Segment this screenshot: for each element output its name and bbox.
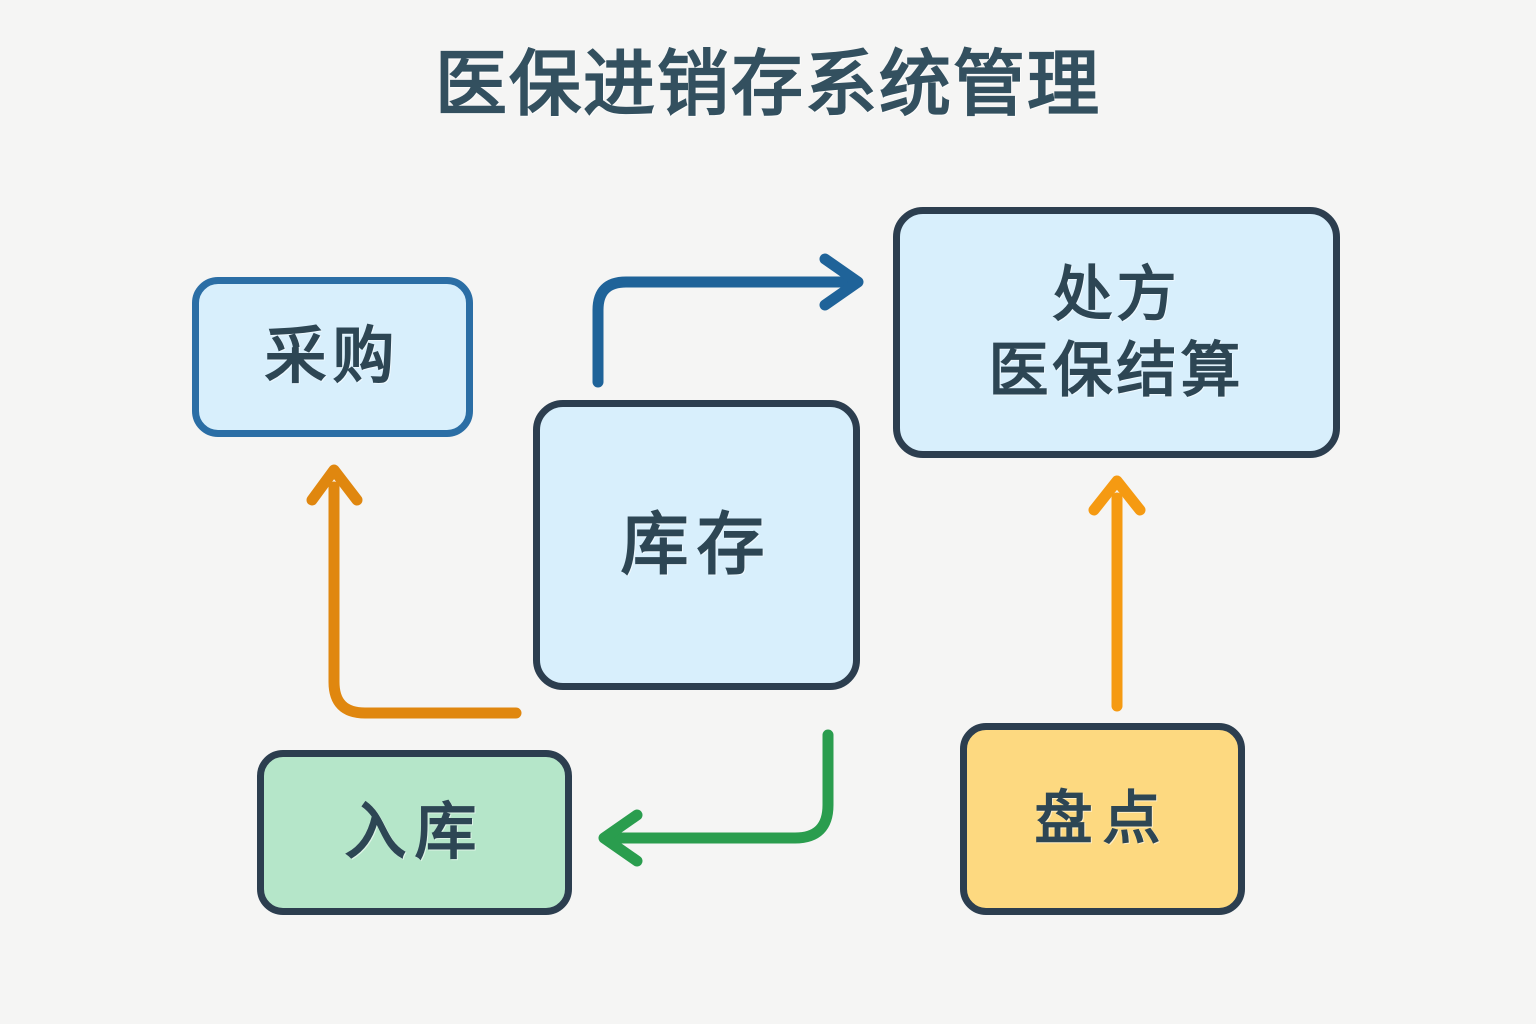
edge-inventorycheck-to-prescription: [1088, 475, 1146, 712]
node-purchase[interactable]: 采购: [192, 277, 473, 437]
node-purchase-label: 采购: [264, 322, 401, 392]
node-stock-label: 库存: [620, 506, 773, 583]
node-inbound-label: 入库: [344, 797, 485, 867]
edge-stock-to-inbound: [598, 729, 834, 867]
node-inventory-check[interactable]: 盘点: [960, 723, 1245, 915]
node-inventory-check-label: 盘点: [1034, 786, 1171, 852]
edge-inbound-to-purchase: [306, 464, 522, 719]
edge-stock-to-prescription: [592, 253, 864, 388]
node-inbound[interactable]: 入库: [257, 750, 572, 915]
node-prescription[interactable]: 处方 医保结算: [893, 207, 1340, 458]
node-prescription-label-line1: 处方: [1052, 260, 1181, 328]
node-prescription-label-line2: 医保结算: [988, 336, 1245, 404]
page-title: 医保进销存系统管理: [434, 45, 1101, 125]
node-stock[interactable]: 库存: [533, 400, 860, 690]
